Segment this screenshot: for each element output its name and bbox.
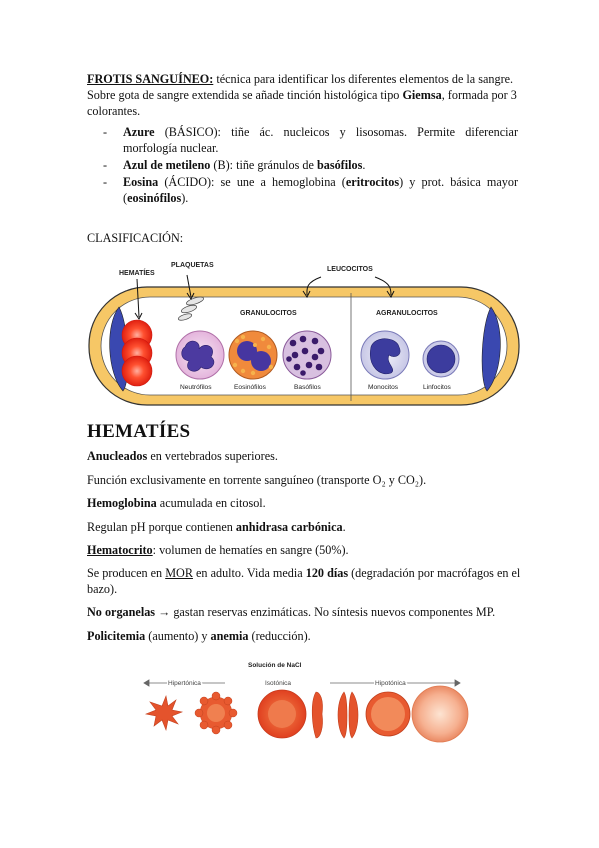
hypotonic-swelling-icon bbox=[337, 691, 359, 739]
label-plaquetas: PLAQUETAS bbox=[171, 262, 214, 269]
p6-bold: 120 días bbox=[305, 566, 349, 580]
hematies-p5: Hematocrito: volumen de hematíes en sang… bbox=[87, 542, 349, 558]
stain-target: eritrocitos bbox=[345, 175, 400, 189]
label-agranulocitos: AGRANULOCITOS bbox=[376, 310, 438, 317]
stain-name: Eosina bbox=[123, 175, 159, 189]
stain-desc: (B): tiñe gránulos de bbox=[210, 158, 317, 172]
p6-post: (degradación por macrófagos en el bbox=[348, 566, 521, 580]
list-dash: - bbox=[103, 158, 108, 172]
p8-end: (reducción). bbox=[248, 629, 311, 643]
label-basofilos: Basófilos bbox=[294, 384, 321, 391]
stain-target-2: eosinófilos bbox=[127, 191, 182, 205]
right-curved-cell-icon bbox=[481, 306, 501, 392]
classification-heading: CLASIFICACIÓN: bbox=[87, 231, 184, 245]
intro-line1-text: técnica para identificar los diferentes … bbox=[213, 72, 514, 86]
solution-title: Solución de NaCl bbox=[248, 662, 302, 669]
p3-rest: acumulada en citosol. bbox=[156, 496, 266, 510]
stain-end: ). bbox=[181, 191, 189, 205]
label-hypotonic: Hipotónica bbox=[375, 680, 406, 687]
hypotonic-arrow-icon bbox=[330, 679, 461, 687]
p6-mid: en adulto. Vida media bbox=[192, 566, 306, 580]
stain-item-eosina: -Eosina (ÁCIDO): se une a hemoglobina (e… bbox=[103, 174, 518, 206]
stain-item-azure: - Azure (BÁSICO): tiñe ác. nucleicos y li… bbox=[103, 124, 518, 156]
isotonic-side-view-icon bbox=[311, 691, 323, 739]
p3-bold: Hemoglobina bbox=[87, 496, 157, 510]
intro-paragraph: FROTIS SANGUÍNEO: técnica para identific… bbox=[87, 71, 517, 119]
label-hematies: HEMATÍES bbox=[119, 268, 155, 277]
label-hypertonic: Hipertónica bbox=[168, 680, 201, 687]
hematies-p8: Policitemia (aumento) y anemia (reducció… bbox=[87, 628, 311, 644]
crenated-cell-star-icon bbox=[144, 694, 184, 732]
p1-bold: Anucleados bbox=[87, 449, 148, 463]
lymphocyte-icon bbox=[422, 340, 460, 378]
hematies-p2: Función exclusivamente en torrente sangu… bbox=[87, 473, 427, 487]
label-neutrofilos: Neutrófilos bbox=[180, 384, 212, 391]
p4-bold: anhidrasa carbónica bbox=[235, 520, 343, 534]
hematies-p1: Anucleados en vertebrados superiores. bbox=[87, 448, 278, 464]
stain-list: - Azure (BÁSICO): tiñe ác. nucleicos y li… bbox=[103, 124, 518, 207]
intro-line2-pre: Sobre gota de sangre extendida se añade … bbox=[87, 88, 403, 102]
neutrophil-icon bbox=[175, 330, 225, 380]
p7-rest: gastan reservas enzimáticas. No síntesis… bbox=[173, 605, 496, 619]
p4-pre: Regulan pH porque contienen bbox=[87, 520, 236, 534]
p8-bold-1: Policitemia bbox=[87, 629, 146, 643]
p6-line-2: bazo). bbox=[87, 582, 118, 596]
p1-rest: en vertebrados superiores. bbox=[147, 449, 278, 463]
blood-cell-classification-figure: HEMATÍES PLAQUETAS LEUCOCITOS GRANULOCIT… bbox=[88, 262, 520, 406]
p4-end: . bbox=[342, 520, 346, 534]
hemolyzed-cell-icon bbox=[411, 685, 469, 743]
label-arrows bbox=[134, 274, 395, 320]
label-granulocitos: GRANULOCITOS bbox=[240, 310, 297, 317]
label-eosinofilos: Eosinófilos bbox=[234, 384, 267, 391]
p6-line-1: Se producen en MOR en adulto. Vida media… bbox=[87, 565, 527, 581]
list-dash: - bbox=[103, 125, 108, 139]
basophil-icon bbox=[282, 330, 332, 380]
stain-name: Azure bbox=[123, 125, 155, 139]
label-leucocitos: LEUCOCITOS bbox=[327, 266, 373, 273]
section-title-hematies: HEMATÍES bbox=[87, 421, 191, 442]
stain-target: basófilos bbox=[316, 158, 363, 172]
eosinophil-icon bbox=[228, 330, 278, 380]
intro-line2-post: , formada por 3 bbox=[441, 88, 517, 102]
label-linfocitos: Linfocitos bbox=[423, 384, 452, 391]
erythrocyte-icon bbox=[121, 355, 153, 387]
hypertonic-arrow-icon bbox=[143, 679, 225, 687]
crenated-cell-bumpy-icon bbox=[194, 691, 238, 735]
hematies-p7: No organelas → gastan reservas enzimátic… bbox=[87, 604, 495, 620]
intro-giemsa: Giemsa bbox=[402, 88, 442, 102]
intro-line-1: FROTIS SANGUÍNEO: técnica para identific… bbox=[87, 71, 517, 87]
nacl-solution-figure: Solución de NaCl Hipertónica Isotónica H… bbox=[143, 662, 469, 743]
intro-title: FROTIS SANGUÍNEO: bbox=[87, 72, 214, 86]
hematies-p3: Hemoglobina acumulada en citosol. bbox=[87, 495, 266, 511]
stain-end: . bbox=[362, 158, 366, 172]
platelets-icon bbox=[177, 296, 204, 321]
stain-desc: (BÁSICO): tiñe ác. nucleicos y lisosomas… bbox=[123, 125, 518, 155]
hematies-p4: Regulan pH porque contienen anhidrasa ca… bbox=[87, 519, 346, 535]
p5-underline: Hematocrito bbox=[87, 543, 153, 557]
intro-line-3: colorantes. bbox=[87, 104, 141, 118]
arrow-icon: → bbox=[155, 605, 174, 619]
list-dash: - bbox=[103, 175, 108, 189]
stain-desc-2: ) y prot. básica mayor ( bbox=[123, 175, 518, 205]
p6-pre: Se producen en bbox=[87, 566, 166, 580]
intro-line-2: Sobre gota de sangre extendida se añade … bbox=[87, 87, 517, 103]
stain-name: Azul de metileno bbox=[123, 158, 211, 172]
hypotonic-round-cell-icon bbox=[365, 691, 411, 737]
stain-item-azul-metileno: -Azul de metileno (B): tiñe gránulos de … bbox=[103, 157, 518, 173]
p7-bold: No organelas bbox=[87, 605, 156, 619]
label-monocitos: Monocitos bbox=[368, 384, 399, 391]
p6-underline: MOR bbox=[165, 566, 193, 580]
hematies-p6: Se producen en MOR en adulto. Vida media… bbox=[87, 565, 527, 597]
p5-rest: : volumen de hematíes en sangre (50%). bbox=[152, 543, 349, 557]
monocyte-icon bbox=[360, 330, 410, 380]
p8-mid: (aumento) y bbox=[145, 629, 211, 643]
label-isotonic: Isotónica bbox=[265, 680, 291, 687]
isotonic-cell-icon bbox=[257, 689, 307, 739]
p8-bold-2: anemia bbox=[210, 629, 249, 643]
stain-desc: (ÁCIDO): se une a hemoglobina ( bbox=[158, 175, 346, 189]
